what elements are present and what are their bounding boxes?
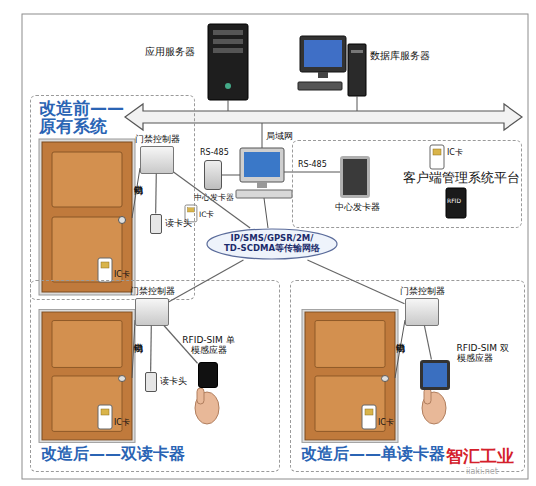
node-label: 数据库服务器 (370, 50, 440, 62)
bus-wire (262, 123, 263, 148)
bus-wire (228, 100, 229, 111)
db-screen (304, 40, 342, 67)
door-controller: 门禁控制器 (405, 298, 439, 326)
ic-card (430, 145, 444, 169)
node-label: 改造前—— 原有系统 (39, 99, 135, 136)
node-label: 客户端管理系统平台 (403, 171, 521, 185)
node-label: 读卡头 (165, 219, 201, 229)
card-issuer: 中心发卡器 (204, 160, 222, 190)
ellipse-shape (207, 229, 337, 259)
db-monitor (300, 36, 346, 72)
node-label: 门禁控制器 (125, 286, 181, 296)
server-tower (208, 24, 248, 100)
node-label: 中心发卡器 (328, 203, 388, 213)
ic-card (98, 405, 112, 429)
node-label: 读卡头 (160, 377, 196, 387)
node-label: 中心发卡器 (189, 193, 239, 202)
card-reader-head: 读卡头 (145, 372, 157, 392)
node-label: 改造后——单读卡器 (301, 445, 451, 463)
group-box: 改造后——双读卡器门禁控制器读卡头RFID-SIM 单模感应器 (30, 280, 280, 472)
group-box: 改造前—— 原有系统门禁控制器读卡头 (30, 95, 195, 300)
server-node: 应用服务器 (145, 22, 253, 102)
connector-line (150, 326, 152, 372)
pc-stand (257, 182, 267, 188)
lock-wire (132, 320, 135, 378)
lock-wire (395, 320, 405, 378)
card-issuer-terminal: 中心发卡器 (340, 156, 370, 198)
server-node: 数据库服务器 (290, 28, 440, 98)
free-label: IC卡 (114, 270, 130, 279)
db-bay (351, 50, 363, 53)
node-label: RFID-SIM 双模感应器 (457, 343, 513, 365)
db-tower (348, 44, 366, 96)
free-label: IC卡 (114, 418, 130, 427)
hand (195, 388, 219, 424)
door (302, 309, 398, 442)
network-wire (264, 198, 268, 228)
connector-line (307, 260, 404, 304)
ic-card (98, 258, 112, 282)
free-label: RS-485 (298, 160, 327, 169)
node-label: 改造后——双读卡器 (41, 445, 251, 463)
free-label: IC卡 (199, 211, 214, 220)
door (39, 139, 135, 295)
connector-line (174, 172, 251, 228)
door-controller: 门禁控制器 (140, 146, 174, 174)
ic-card (362, 405, 376, 429)
free-label: IC卡 (447, 148, 463, 157)
connector-line (155, 174, 157, 214)
node-label: RFID-SIM 单模感应器 (181, 335, 237, 357)
rfid-sim-dual-reader: RFID-SIM 双模感应器 (420, 360, 450, 390)
free-label: 局域网 (266, 131, 293, 141)
outer-frame (22, 14, 528, 479)
door (39, 309, 135, 442)
server-led (225, 83, 231, 89)
group-box: 改造后——单读卡器 门禁控制器 RFID-SIM 双模感应器 (290, 280, 525, 472)
door-controller: 门禁控制器 (135, 298, 169, 326)
db-stand (318, 72, 328, 78)
free-label: RFID (447, 198, 461, 205)
network-ellipse: IP/SMS/GPSR/2M/ TD-SCDMA等传输网络 (206, 228, 338, 260)
hand (422, 388, 446, 424)
lan-bus-arrow (125, 104, 522, 130)
free-label: RS-485 (200, 148, 229, 157)
server-bay (213, 48, 243, 53)
rfid-sim-card (446, 188, 466, 218)
card-reader-head: 读卡头 (150, 214, 162, 234)
node-label: 门禁控制器 (130, 134, 186, 144)
server-bay (213, 30, 243, 35)
bus-wire (357, 96, 358, 111)
node-label: 应用服务器 (145, 46, 207, 58)
free-label: iiaki.net (466, 467, 498, 476)
free-label: IC卡 (378, 418, 394, 427)
rfid-sim-reader: RFID-SIM 单模感应器 (198, 362, 218, 388)
node-label: IP/SMS/GPSR/2M/ TD-SCDMA等传输网络 (214, 233, 330, 253)
group-box: 客户端管理系统平台中心发卡器 (292, 140, 522, 228)
node-label: 门禁控制器 (395, 286, 451, 296)
pc-monitor (240, 148, 284, 182)
lock-wire (132, 168, 140, 218)
connector-line (164, 326, 198, 364)
connector-line (424, 326, 431, 360)
pc-screen (244, 152, 280, 177)
db-keyboard (298, 82, 342, 90)
server-bay (213, 39, 243, 44)
rs485-wire (222, 175, 240, 176)
pc-keyboard (236, 190, 292, 198)
connector-line (169, 260, 244, 302)
free-label: 智汇工业 (446, 447, 514, 467)
